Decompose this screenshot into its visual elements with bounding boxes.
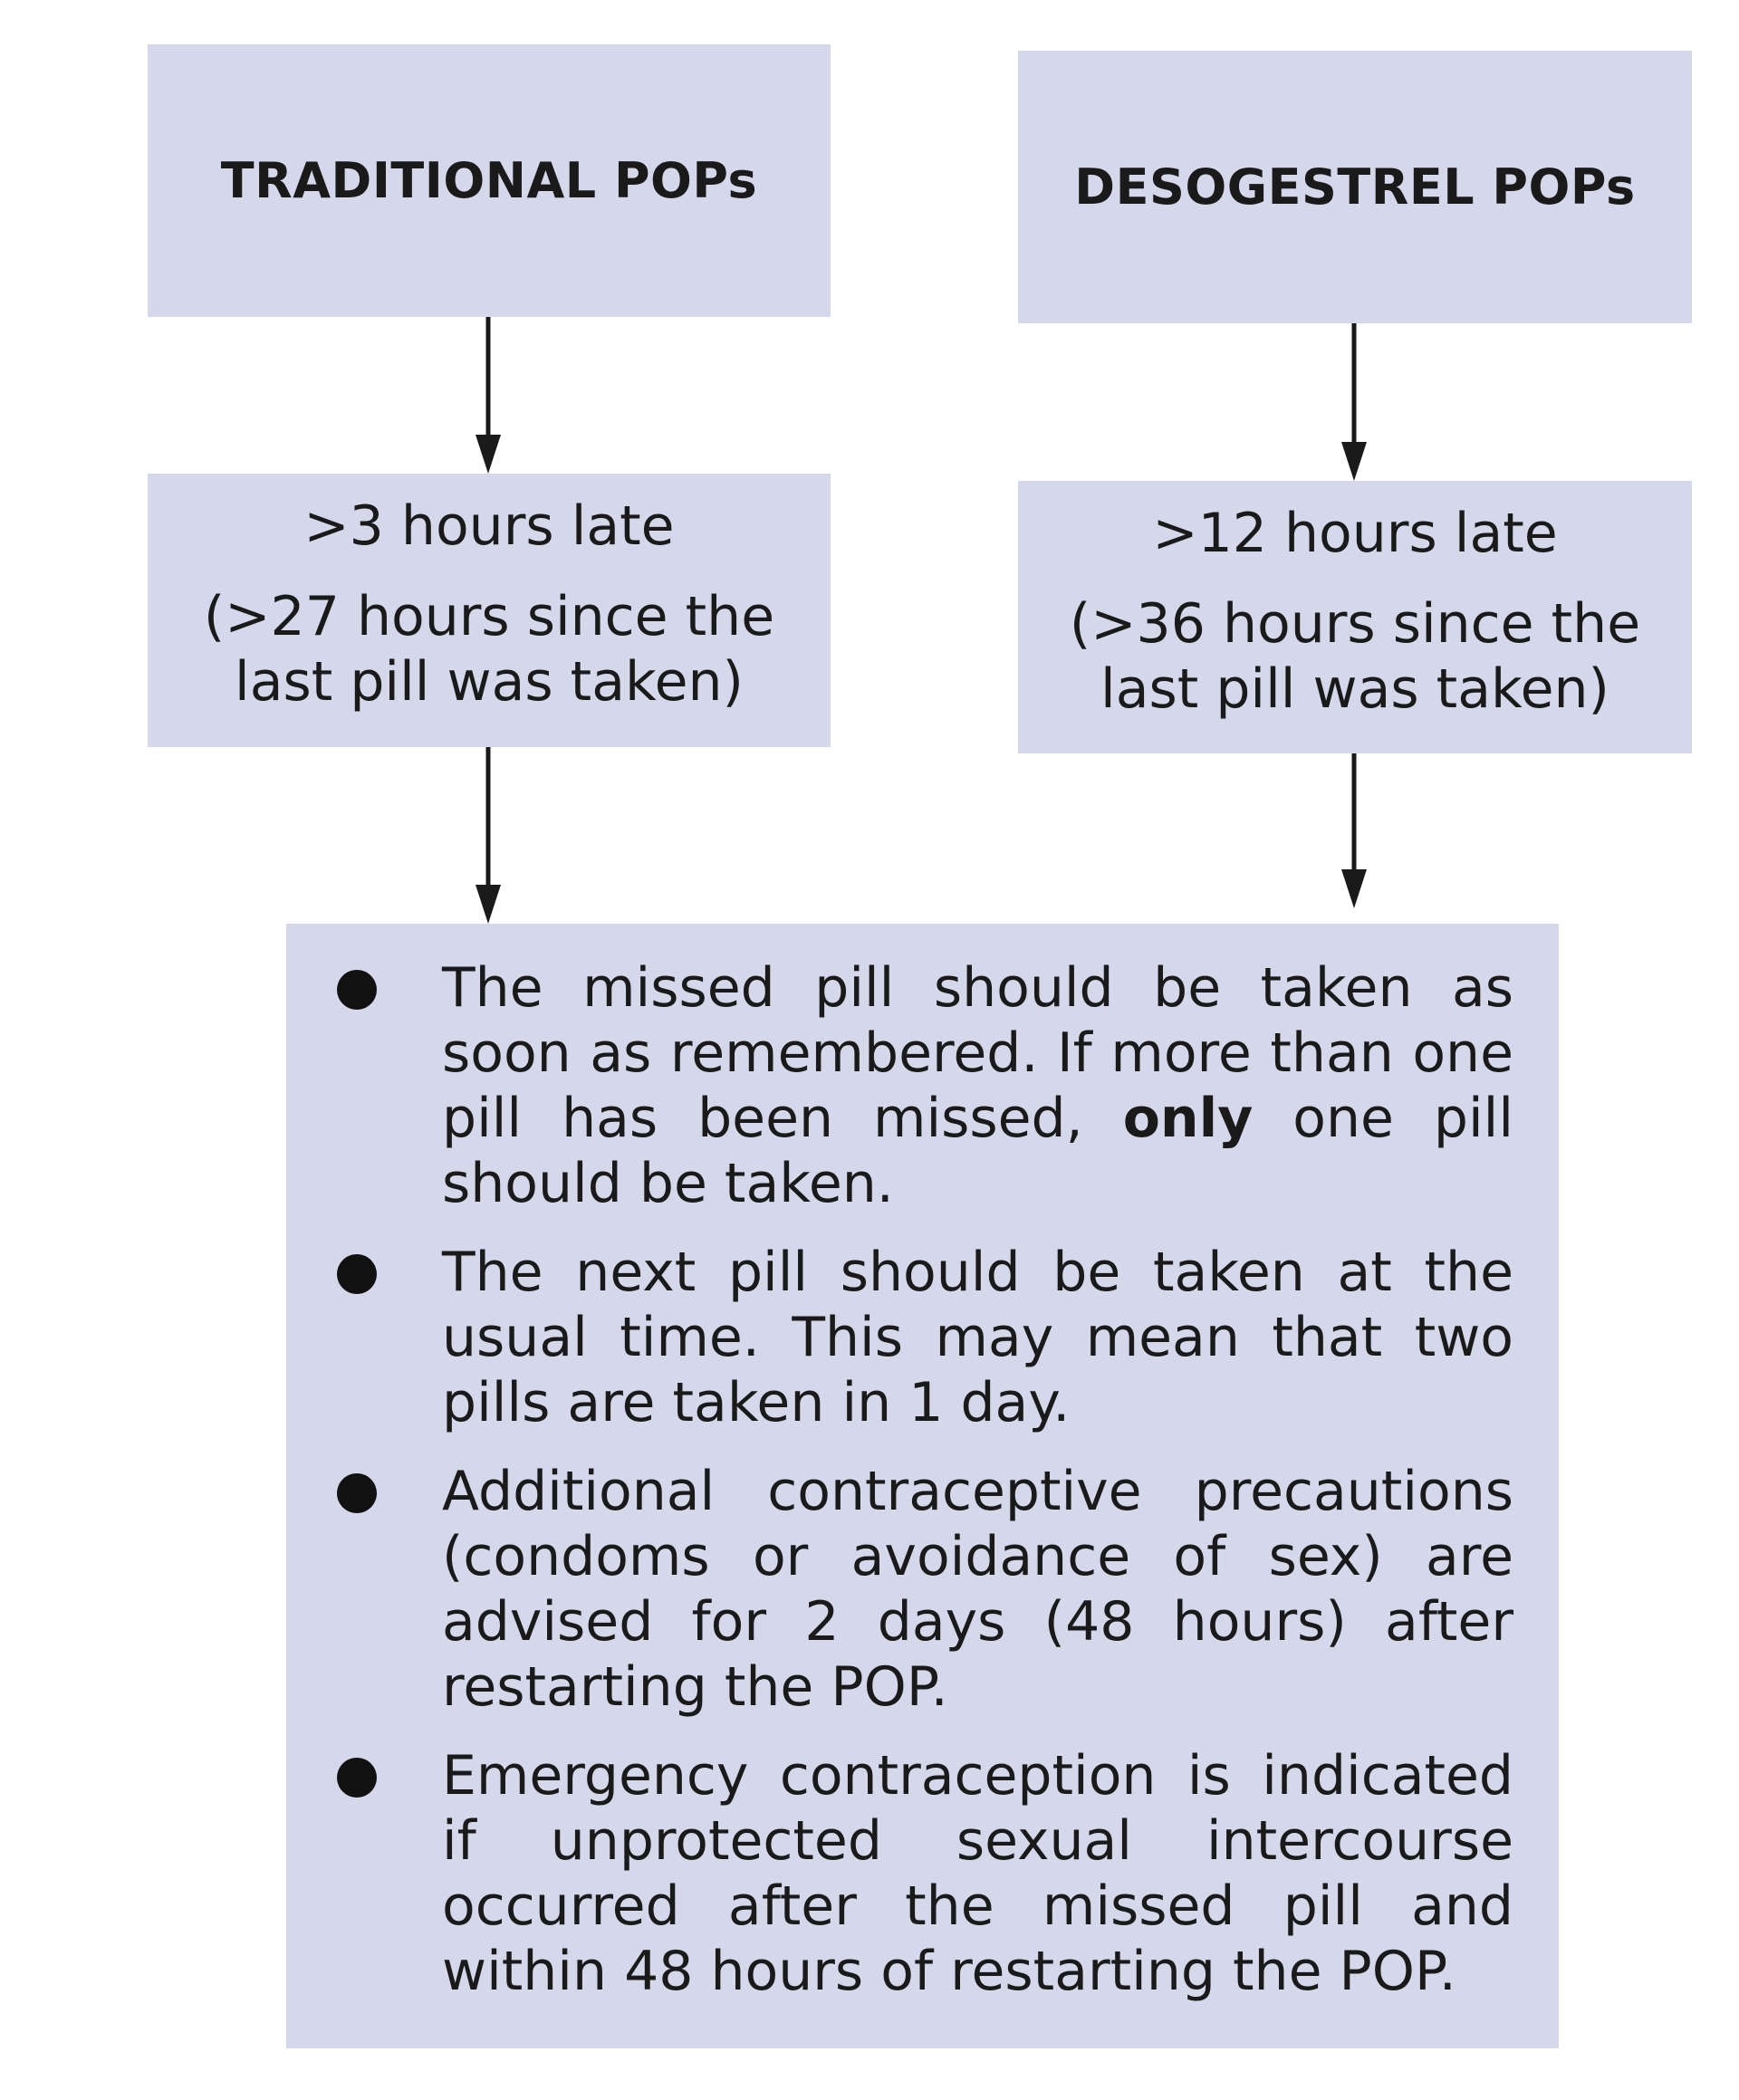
advice-emphasis: only [1122,1087,1254,1150]
missed-pill-advice-box: The missed pill should be taken as soon … [286,924,1559,2048]
arrowhead-icon [1341,442,1367,481]
desogestrel-pops-label: DESOGESTREL POPs [1074,158,1636,216]
advice-text: The next pill should be taken at the usu… [442,1241,1513,1434]
bullet-icon [337,1254,377,1294]
advice-text: The missed pill should be taken as soon … [442,956,1513,1150]
advice-text: Emergency contraception is indicated if … [442,1744,1513,2003]
advice-text: Additional contraceptive precautions (co… [442,1460,1513,1719]
arrowhead-icon [476,885,501,924]
advice-item: Additional contraceptive precautions (co… [324,1459,1513,1720]
arrowhead-icon [476,435,501,474]
desogestrel-pops-header: DESOGESTREL POPs [1018,51,1692,323]
desogestrel-late-detail: (>36 hours since the last pill was taken… [1069,592,1641,721]
advice-text-after: one pill should be taken. [442,1087,1513,1215]
traditional-late-title: >3 hours late [303,494,675,558]
advice-item: The next pill should be taken at the usu… [324,1240,1513,1435]
bullet-icon [337,1758,377,1798]
advice-item: The missed pill should be taken as soon … [324,955,1513,1216]
traditional-late-box: >3 hours late (>27 hours since the last … [148,474,831,747]
desogestrel-late-box: >12 hours late (>36 hours since the last… [1018,481,1692,753]
bullet-icon [337,970,377,1010]
traditional-pops-header: TRADITIONAL POPs [148,44,831,317]
desogestrel-late-title: >12 hours late [1152,502,1558,565]
advice-item: Emergency contraception is indicated if … [324,1743,1513,2004]
advice-list: The missed pill should be taken as soon … [324,955,1513,2004]
traditional-late-detail: (>27 hours since the last pill was taken… [203,585,775,714]
traditional-pops-label: TRADITIONAL POPs [220,152,758,209]
bullet-icon [337,1473,377,1513]
arrowhead-icon [1341,869,1367,908]
